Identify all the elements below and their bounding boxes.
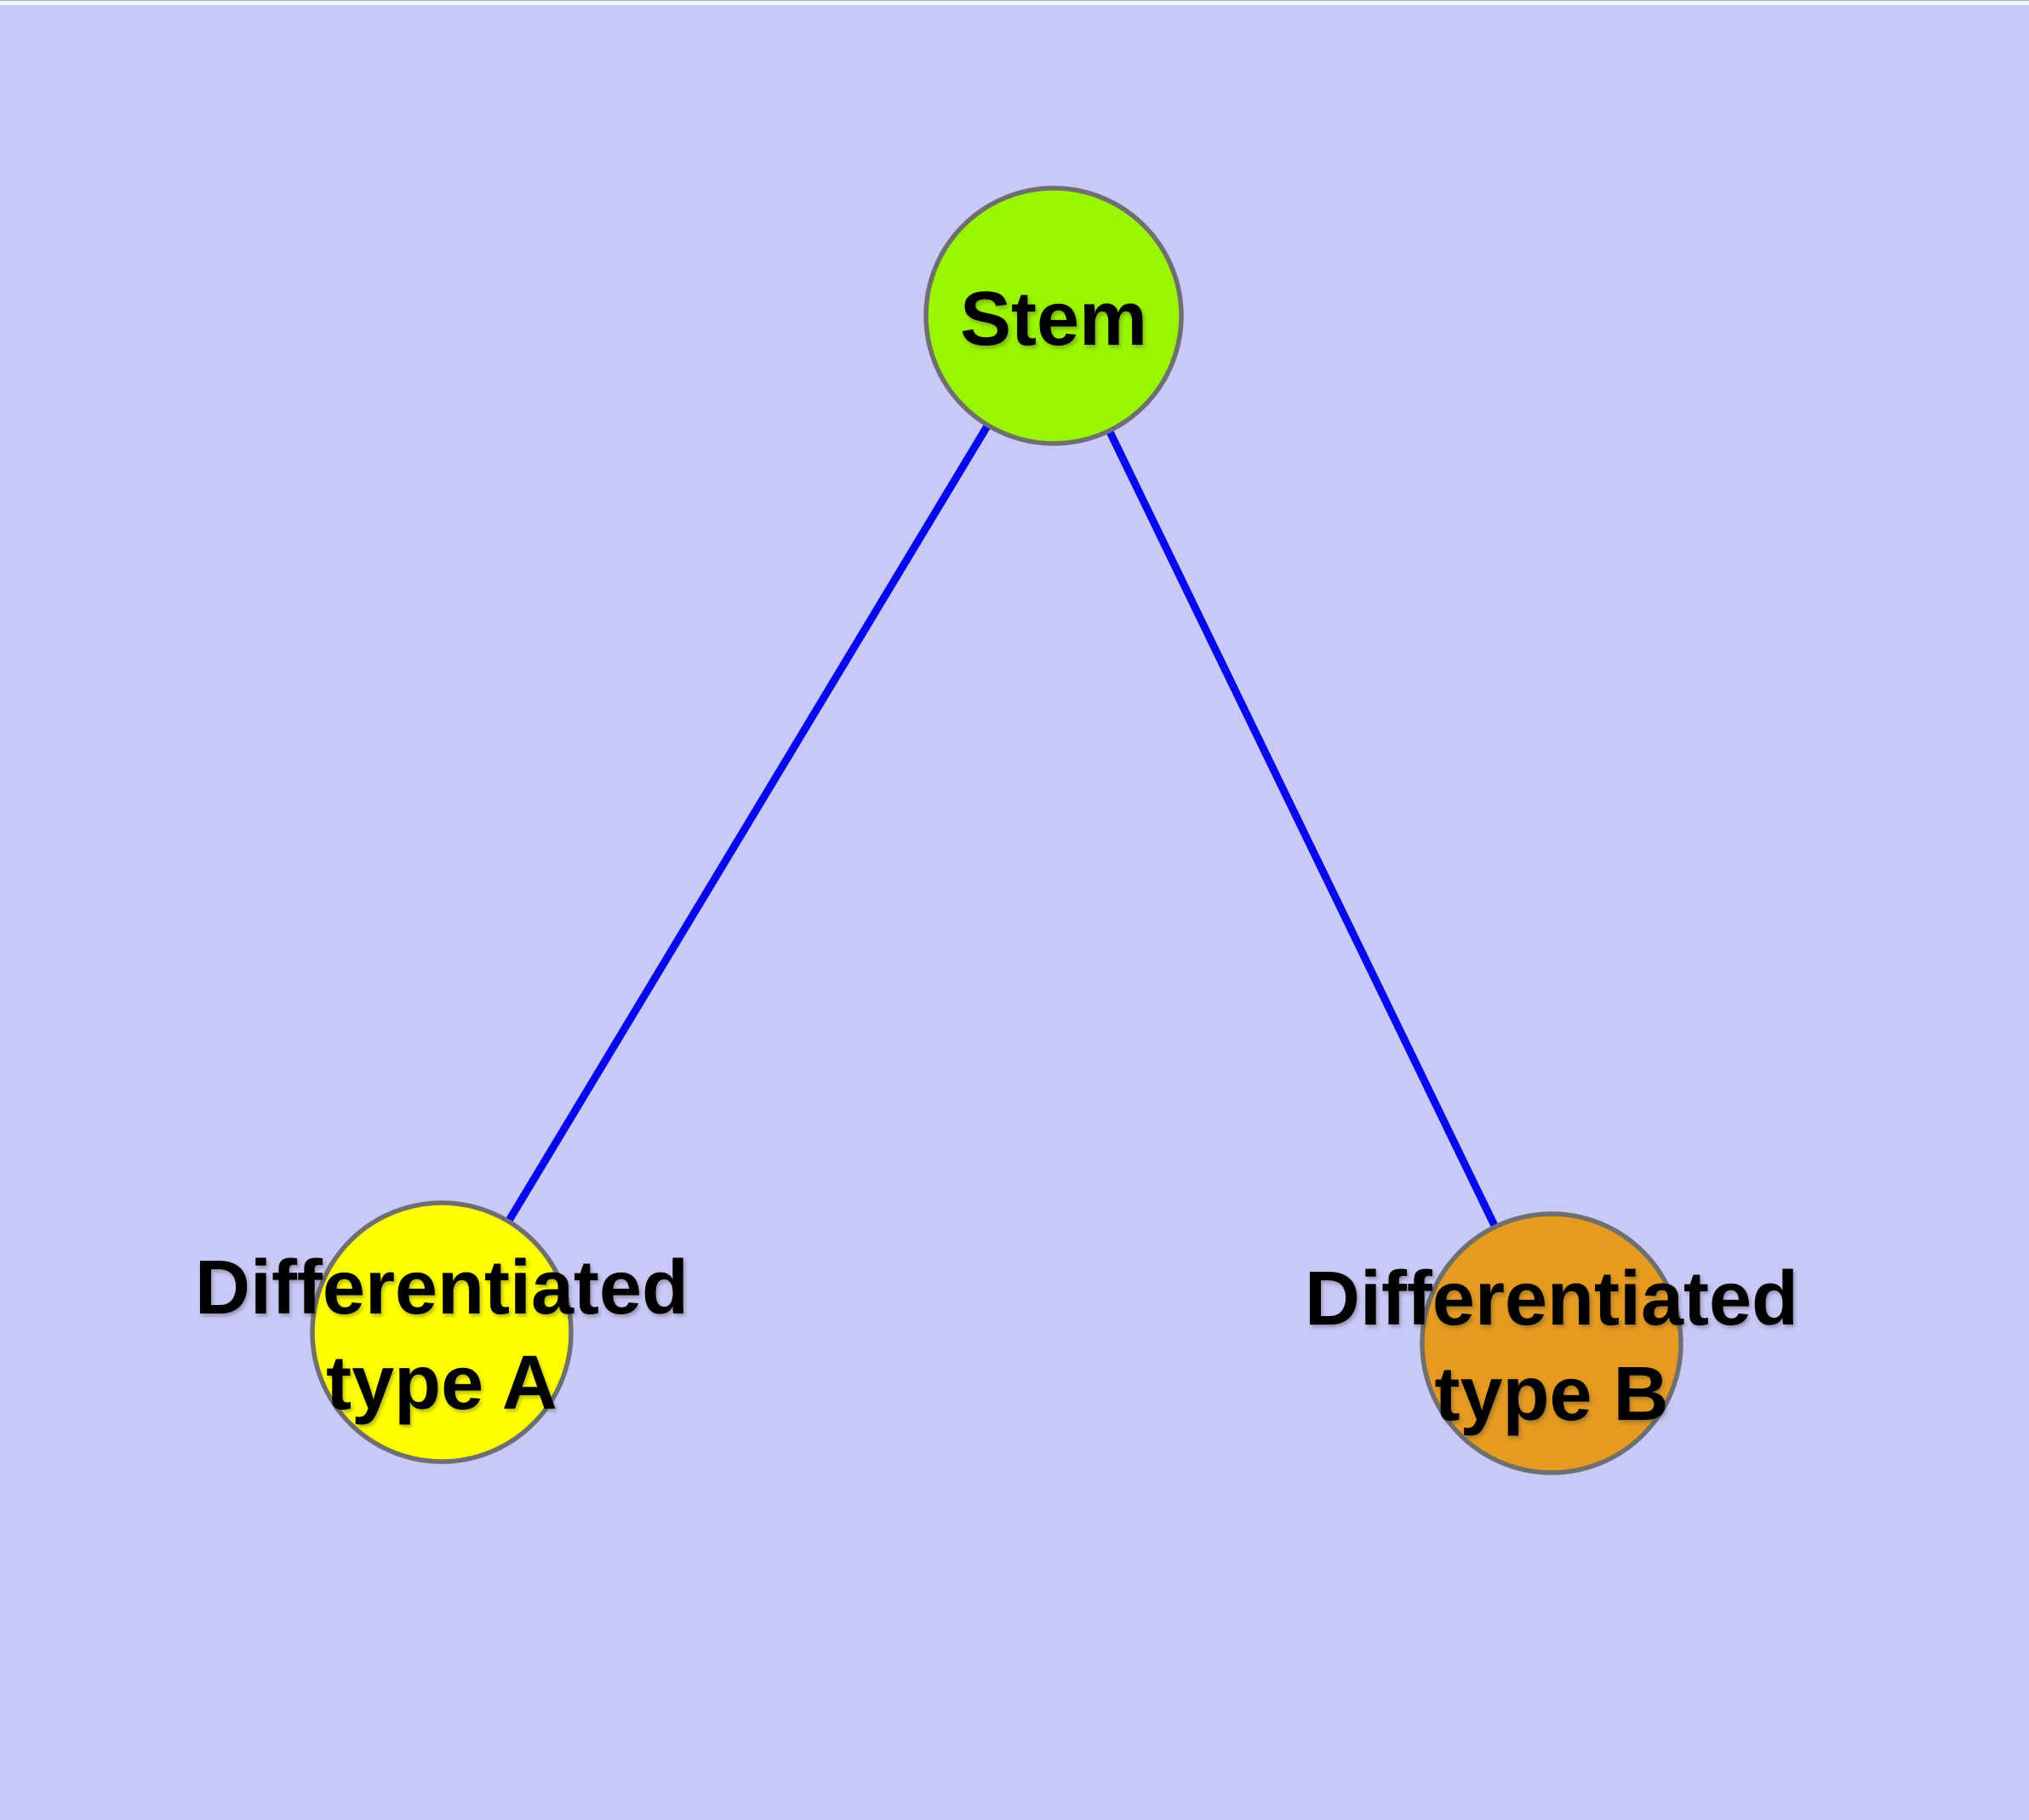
edge-stem-to-type-b <box>1049 314 1556 1345</box>
node-type-b-circle <box>1422 1214 1681 1473</box>
node-type-a-label-line2: type A <box>326 1341 557 1426</box>
window-top-edge <box>0 0 2029 5</box>
node-type-a-circle <box>312 1203 571 1462</box>
node-type-b-label-line1: Differentiated <box>1305 1256 1798 1342</box>
node-type-b-circle-border <box>1420 1211 1683 1475</box>
node-type-a-circle-border <box>310 1200 574 1464</box>
node-stem-circle <box>926 188 1181 444</box>
node-stem-label: Stem <box>960 277 1147 362</box>
node-type-b-label-line2: type B <box>1434 1352 1668 1437</box>
node-stem-circle-border <box>923 186 1184 446</box>
node-type-a-label-line1: Differentiated <box>195 1245 689 1331</box>
edge-stem-to-type-a <box>438 313 1057 1335</box>
